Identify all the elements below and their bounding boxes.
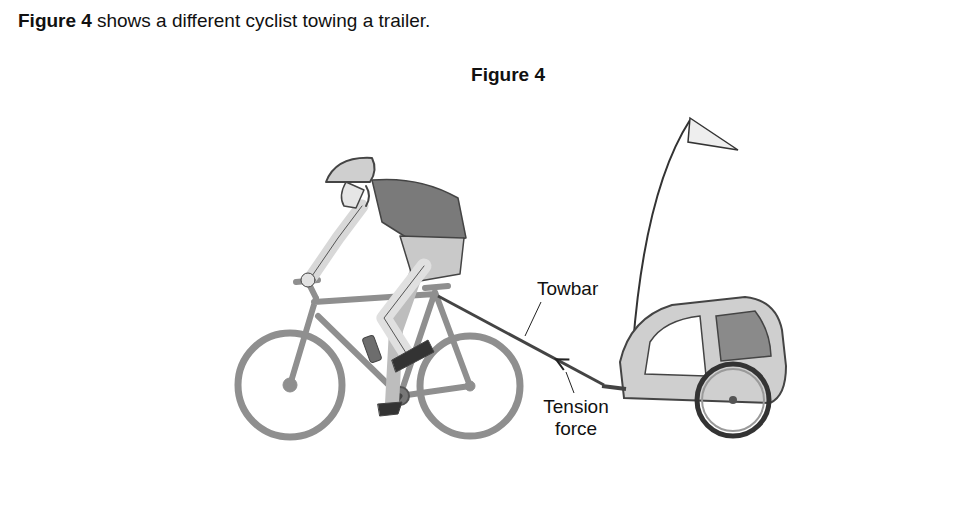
strap [366,186,369,206]
title-slot: Figure 4 [408,64,608,86]
trailer-window [716,311,771,361]
label-slot: Tension force [531,396,621,440]
intro-bold: Figure 4 [18,10,92,32]
helmet [326,158,375,182]
force-label: Tension force [531,396,621,440]
trailer-wheel [697,364,769,436]
trailer-rim [702,369,764,431]
far-shoe [378,402,402,416]
hitch [602,386,626,389]
trailer-window [645,316,706,376]
cyclist [301,158,466,416]
trailer-hub [729,396,737,404]
label-slot: Towbar [537,278,598,300]
near-shoe [392,340,434,372]
flag [688,118,738,150]
figure-title: Figure 4 [471,64,545,85]
part-label: Towbar [537,278,598,300]
arm [312,206,362,276]
hand [301,273,315,287]
near-leg [384,266,424,356]
forces [438,296,604,393]
intro-text: shows a different cyclist towing a trail… [97,10,430,32]
face [341,182,364,208]
bottle [362,335,382,364]
trailer [602,118,786,436]
towbar-line [438,296,604,385]
near-leg-outline [384,266,424,356]
arm-outline [312,206,362,276]
intro-line: Figure 4shows a different cyclist towing… [18,10,430,32]
bicycle [238,280,520,437]
tension-arrow [556,359,569,370]
leader-line [566,372,574,393]
leader-line [525,302,541,336]
